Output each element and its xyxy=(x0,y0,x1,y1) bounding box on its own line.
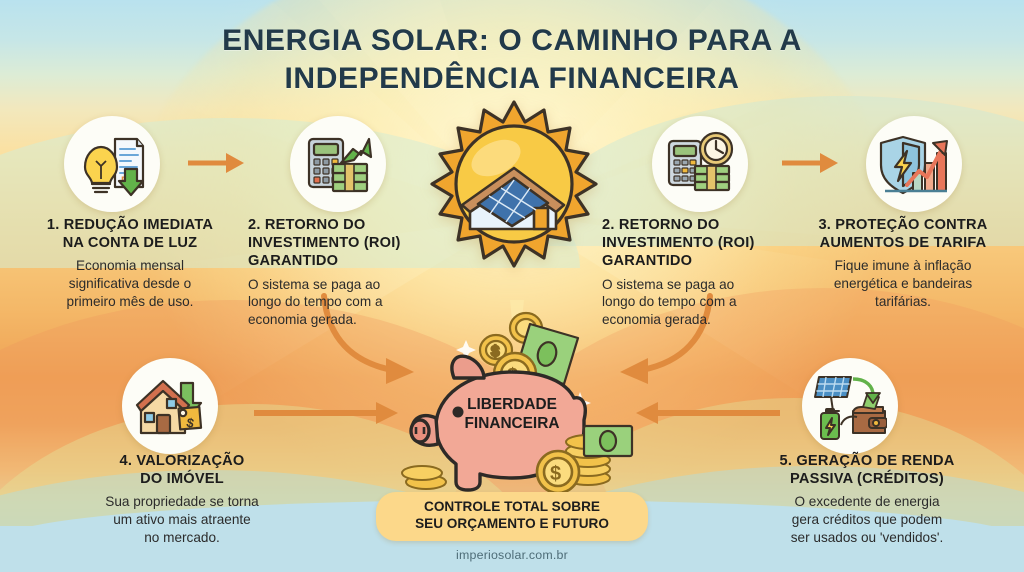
arrow-card6-to-piggy xyxy=(636,402,780,424)
card-geracao-renda-passiva: 5. GERAÇÃO DE RENDA PASSIVA (CRÉDITOS) O… xyxy=(722,452,1012,546)
page-title: ENERGIA SOLAR: O CAMINHO PARA A INDEPEND… xyxy=(0,22,1024,99)
card-body: O excedente de energia gera créditos que… xyxy=(790,494,944,545)
card-retorno-investimento-esquerda: 2. RETORNO DO INVESTIMENTO (ROI) GARANTI… xyxy=(248,216,448,329)
arrow-card3-to-card4 xyxy=(782,153,838,173)
calculator-money-growth-arrow-icon xyxy=(290,116,386,212)
sun-house-solar-panel-icon xyxy=(426,98,602,274)
banner-line-1: CONTROLE TOTAL SOBRE xyxy=(424,499,600,514)
svg-text:$: $ xyxy=(185,415,196,431)
card-heading: 2. RETORNO DO INVESTIMENTO (ROI) GARANTI… xyxy=(602,217,755,270)
page-title-line-2: INDEPENDÊNCIA FINANCEIRA xyxy=(284,62,740,96)
card-heading: 5. GERAÇÃO DE RENDA PASSIVA (CRÉDITOS) xyxy=(779,453,955,488)
card-heading: 2. RETORNO DO INVESTIMENTO (ROI) GARANTI… xyxy=(248,217,401,270)
arrow-card1-to-card2 xyxy=(188,153,244,173)
calculator-clock-money-icon xyxy=(652,116,748,212)
page-title-line-1: ENERGIA SOLAR: O CAMINHO PARA A xyxy=(222,24,802,57)
card-reducao-conta-luz: 1. REDUÇÃO IMEDIATA NA CONTA DE LUZ Econ… xyxy=(10,216,250,310)
arrow-left-curve-to-piggy xyxy=(321,293,414,384)
card-heading: 3. PROTEÇÃO CONTRA AUMENTOS DE TARIFA xyxy=(818,217,988,252)
piggy-bank-label: LIBERDADE FINANCEIRA xyxy=(464,396,560,432)
card-body: O sistema se paga ao longo do tempo com … xyxy=(602,276,737,328)
card-retorno-investimento-direita: 2. RETORNO DO INVESTIMENTO (ROI) GARANTI… xyxy=(602,216,802,329)
card-valorizacao-imovel: 4. VALORIZAÇÃO DO IMÓVEL Sua propriedade… xyxy=(52,452,312,546)
card-body: Economia mensal significativa desde o pr… xyxy=(66,258,194,309)
banner-line-2: SEU ORÇAMENTO E FUTURO xyxy=(415,515,609,531)
svg-text:$: $ xyxy=(491,343,500,360)
card-body: Sua propriedade se torna um ativo mais a… xyxy=(105,494,259,545)
shield-bolt-chart-icon xyxy=(866,116,962,212)
lightbulb-bill-down-arrow-icon: R$ xyxy=(64,116,160,212)
card-protecao-tarifa: 3. PROTEÇÃO CONTRA AUMENTOS DE TARIFA Fi… xyxy=(788,216,1018,310)
control-banner: CONTROLE TOTAL SOBRE SEU ORÇAMENTO E FUT… xyxy=(376,492,648,541)
arrow-card5-to-piggy xyxy=(254,402,398,424)
svg-text:$: $ xyxy=(550,463,561,485)
card-body: Fique imune à inflação energética e band… xyxy=(833,258,973,309)
card-body: O sistema se paga ao longo do tempo com … xyxy=(248,276,383,328)
piggy-bank-icon: $ $ xyxy=(392,300,642,515)
arrow-right-curve-to-piggy xyxy=(620,293,713,384)
footer-website: imperiosolar.com.br xyxy=(456,548,568,562)
card-heading: 4. VALORIZAÇÃO DO IMÓVEL xyxy=(119,453,245,488)
card-heading: 1. REDUÇÃO IMEDIATA NA CONTA DE LUZ xyxy=(46,217,214,252)
solar-panel-battery-wallet-icon xyxy=(802,358,898,454)
house-price-tag-up-arrow-icon: $ xyxy=(122,358,218,454)
